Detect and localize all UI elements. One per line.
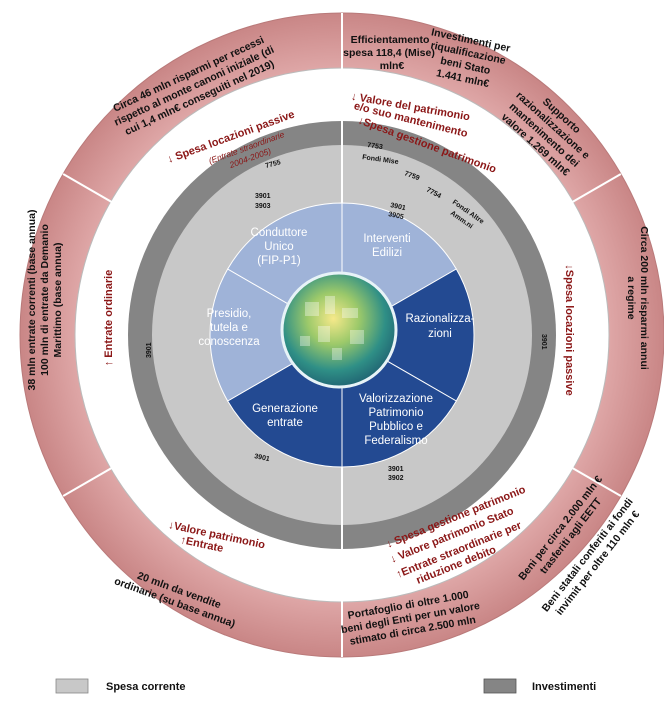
svg-text:Marittimo (base annua): Marittimo (base annua) (52, 243, 64, 358)
wedge-label-interventi: Interventi Edilizi (363, 233, 410, 259)
svg-text:7759: 7759 (403, 170, 420, 182)
wedge-generazione (209, 268, 343, 402)
svg-text:entrate: entrate (267, 417, 303, 429)
core-texture (300, 296, 364, 360)
down-arrow-icon: ↓ (167, 519, 175, 532)
outer-text-right: Circa 200 mln risparmi annui a regime (625, 226, 650, 370)
svg-text:Edilizi: Edilizi (372, 247, 402, 259)
down-arrow-icon: ↓ (356, 115, 365, 128)
spoke-separator (526, 441, 622, 497)
svg-text:conoscenza: conoscenza (198, 336, 260, 348)
legend-swatch-spesa-corrente (55, 678, 89, 694)
svg-text:3905: 3905 (388, 211, 405, 221)
svg-text:Efficientamento: Efficientamento (351, 34, 430, 46)
down-arrow-icon: ↓ (385, 538, 395, 551)
svg-text:Patrimonio: Patrimonio (369, 407, 424, 419)
white-text-right: ↓Spesa locazioni passive (563, 264, 575, 395)
outer-text-left: 38 mln entrate correnti (base annua) 100… (26, 210, 64, 391)
legend-label-investimenti: Investimenti (532, 681, 596, 693)
svg-text:Pubblico e: Pubblico e (369, 421, 423, 433)
up-arrow-icon: ↑ (395, 568, 405, 581)
down-arrow-icon: ↓ (350, 91, 358, 104)
svg-text:Unico: Unico (264, 241, 293, 253)
wedge-label-valorizzazione: Valorizzazione Patrimonio Pubblico e Fed… (359, 393, 433, 447)
up-arrow-icon: ↑ (103, 361, 115, 367)
wedge-label-razionalizzazioni: Razionalizza- zioni (405, 313, 474, 340)
down-arrow-icon: ↓ (563, 264, 575, 270)
svg-text:3901: 3901 (390, 202, 407, 212)
legend-swatch-investimenti (483, 678, 517, 694)
svg-text:3901: 3901 (388, 466, 404, 473)
legend-label-spesa-corrente: Spesa corrente (106, 681, 185, 693)
up-arrow-icon: ↑ (179, 534, 187, 547)
svg-text:↑ Entrate ordinarie: ↑ Entrate ordinarie (103, 270, 115, 367)
down-arrow-icon: ↓ (166, 153, 175, 166)
svg-text:spesa 118,4 (Mise): spesa 118,4 (Mise) (343, 47, 435, 59)
svg-text:a regime: a regime (625, 276, 637, 319)
svg-text:3903: 3903 (255, 203, 271, 210)
svg-text:Generazione: Generazione (252, 403, 318, 415)
svg-text:7753: 7753 (367, 142, 384, 151)
spoke-separator (526, 173, 622, 229)
spoke-layer (62, 13, 622, 657)
svg-text:Federalismo: Federalismo (364, 435, 427, 447)
svg-text:zioni: zioni (428, 328, 452, 340)
outer-text-bottom-mid: Portafoglio di oltre 1.000 beni degli En… (340, 589, 481, 648)
svg-text:Razionalizza-: Razionalizza- (405, 313, 474, 325)
wedge-interventi (341, 268, 475, 402)
svg-text:(FIP-P1): (FIP-P1) (257, 255, 301, 267)
svg-text:3901: 3901 (255, 193, 271, 200)
outer-text-top-mid-a: Efficientamento spesa 118,4 (Mise) mln€ (343, 34, 435, 72)
svg-text:3901: 3901 (254, 453, 271, 463)
svg-text:Circa 200 mln risparmi annui: Circa 200 mln risparmi annui (638, 226, 650, 370)
spoke-separator (62, 441, 158, 497)
wedge-label-presidio: Presidio, tutela e conoscenza (198, 308, 260, 348)
wedge-label-conduttore: Conduttore Unico (FIP-P1) (251, 227, 308, 267)
svg-text:tutela e: tutela e (210, 322, 248, 334)
core-sphere (280, 271, 398, 389)
wedge-label-generazione: Generazione entrate (252, 403, 318, 429)
svg-text:mln€: mln€ (380, 60, 405, 72)
svg-text:100 mln di entrate da Demanio: 100 mln di entrate da Demanio (39, 224, 51, 376)
svg-text:Conduttore: Conduttore (251, 227, 308, 239)
svg-text:38 mln entrate correnti (base: 38 mln entrate correnti (base annua) (26, 210, 38, 391)
svg-text:↓Spesa locazioni passive: ↓Spesa locazioni passive (563, 264, 575, 395)
down-arrow-icon: ↓ (389, 553, 399, 566)
spoke-separator (62, 173, 158, 229)
svg-text:3901: 3901 (146, 342, 153, 358)
svg-text:3902: 3902 (388, 475, 404, 482)
svg-text:Presidio,: Presidio, (207, 308, 252, 320)
svg-text:3901: 3901 (540, 334, 547, 350)
white-text-left: ↑ Entrate ordinarie (103, 270, 115, 367)
svg-text:7755: 7755 (265, 159, 282, 170)
svg-text:Valorizzazione: Valorizzazione (359, 393, 433, 405)
svg-text:Interventi: Interventi (363, 233, 410, 245)
